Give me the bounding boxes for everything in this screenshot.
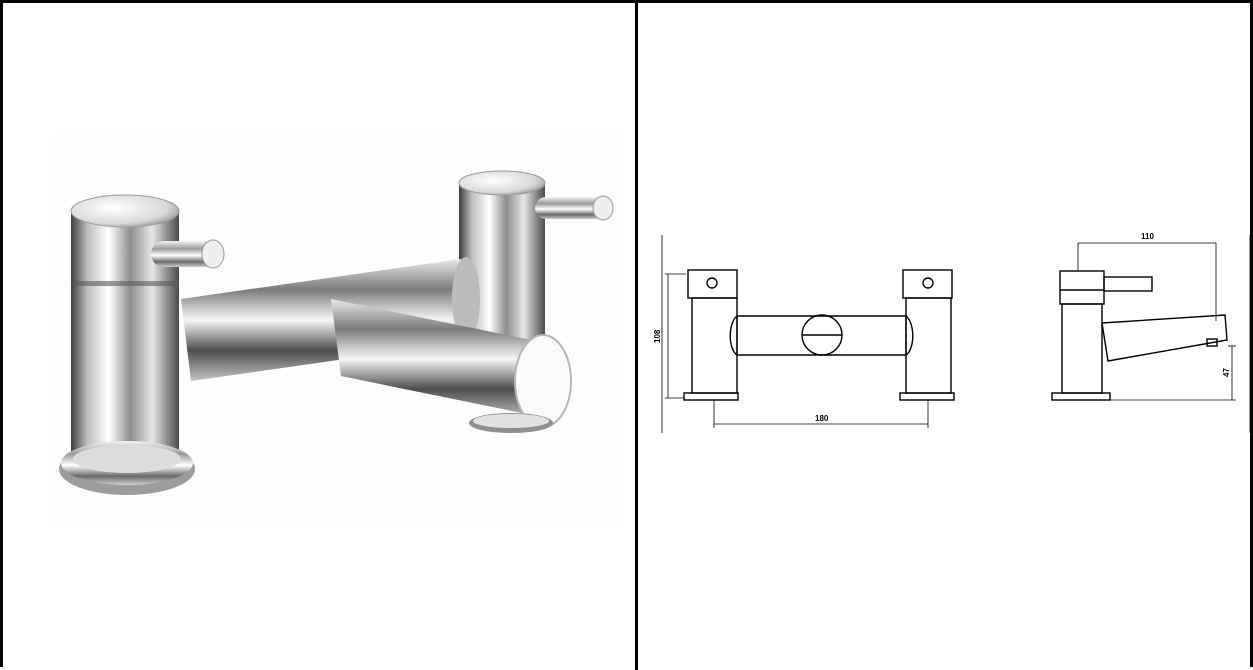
side-lever [1103,276,1153,292]
front-right-body [905,297,952,394]
side-body [1061,303,1103,394]
dim-width-centres: 180 [815,414,829,423]
tap-photo [51,131,623,531]
front-left-base [683,392,739,401]
dim-spout-height: 47 [1222,368,1231,377]
front-right-handle [902,269,953,299]
front-left-handle [687,269,738,299]
front-left-body [691,297,738,394]
table-divider [635,3,638,670]
side-base [1051,392,1111,401]
dim-height: 108 [653,329,662,343]
drawing-cell: 180 108 110 47 [638,3,1250,667]
photo-cell [3,3,635,667]
side-spout [1101,314,1228,362]
front-right-base [899,392,955,401]
side-handle [1059,270,1105,305]
dim-projection: 110 [1141,232,1154,241]
technical-drawing: 180 108 110 47 [653,232,1250,433]
